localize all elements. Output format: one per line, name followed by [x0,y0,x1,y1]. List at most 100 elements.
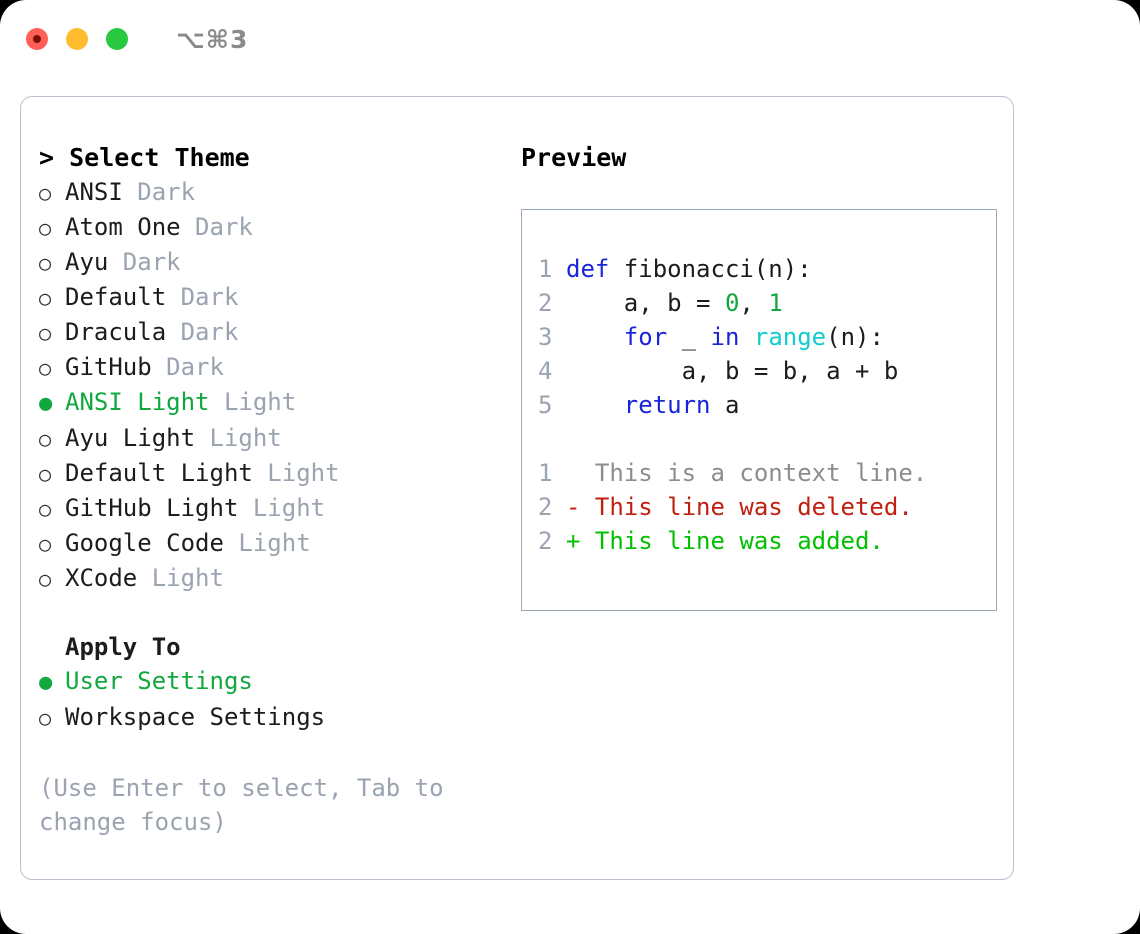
diff-line: 1 This is a context line. [538,456,996,490]
theme-variant-label: Dark [166,283,239,311]
theme-variant-label: Dark [108,248,181,276]
code-token-num: 1 [768,289,783,317]
code-token-kw: def [566,255,610,283]
diff-line: 2 - This line was deleted. [538,490,996,524]
diff-sample: 1 This is a context line. 2 - This line wa… [538,456,996,558]
code-token-plain: a, b = b, a + b [566,357,899,385]
theme-variant-label: Light [252,459,340,487]
radio-unselected-icon[interactable]: ○ [39,567,52,591]
theme-name: Dracula [65,318,167,346]
radio-selected-icon[interactable]: ● [39,670,53,695]
radio-unselected-icon[interactable]: ○ [39,462,52,486]
code-token-plain: (n): [826,323,884,351]
line-number: 2 [538,493,553,521]
theme-name: ANSI [65,178,123,206]
theme-variant-label: Dark [166,318,239,346]
content-frame: > Select Theme ○ANSI Dark○Atom One Dark○… [20,96,1014,880]
theme-list-item[interactable]: ● ANSI Light Light [39,385,501,421]
theme-name: Default [65,283,167,311]
keyboard-shortcut-label: ⌥⌘3 [176,24,249,54]
theme-list-item[interactable]: ○Google Code Light [39,526,501,561]
preview-title: Preview [521,143,627,172]
theme-list-item[interactable]: ○ Dracula Dark [39,315,501,350]
line-number: 1 [538,255,553,283]
theme-variant-label: Light [195,424,282,452]
theme-list-item[interactable]: ○GitHub Dark [39,350,501,385]
theme-variant-label: Dark [180,213,253,241]
radio-unselected-icon[interactable]: ○ [39,251,52,275]
radio-unselected-icon[interactable]: ○ [39,532,52,556]
line-number: 2 [538,527,553,555]
radio-unselected-icon[interactable]: ○ [39,497,52,521]
theme-name: Ayu Light [65,424,196,452]
code-token-plain: , [739,289,769,317]
maximize-window-icon[interactable] [106,28,128,50]
radio-unselected-icon[interactable]: ○ [39,216,52,240]
theme-list-item[interactable]: ○ GitHub Light Light [39,491,501,526]
code-token-fn: range [753,323,827,351]
line-number: 1 [538,459,553,487]
theme-list-item[interactable]: ○ Ayu Light Light [39,421,501,456]
code-token-plain: a [710,391,740,419]
theme-selection-panel: > Select Theme ○ANSI Dark○Atom One Dark○… [39,141,501,879]
theme-name: Atom One [65,213,181,241]
theme-variant-label: Light [238,494,326,522]
code-token-plain: a, b = [566,289,725,317]
theme-list-item[interactable]: ○ Atom One Dark [39,210,501,245]
apply-to-option[interactable]: ●User Settings [39,664,501,700]
theme-name: Google Code [65,529,224,557]
theme-list-item[interactable]: ○ Default Light Light [39,456,501,491]
minimize-window-icon[interactable] [66,28,88,50]
radio-selected-icon[interactable]: ● [39,391,53,416]
theme-list-item[interactable]: ○ ANSI Dark [39,175,501,210]
theme-name: XCode [65,564,138,592]
close-window-icon[interactable] [26,28,48,50]
radio-unselected-icon[interactable]: ○ [39,286,52,310]
code-token-plain [566,391,624,419]
theme-list-item[interactable]: ○ Default Dark [39,280,501,315]
apply-to-header: Apply To [65,633,181,661]
radio-unselected-icon[interactable]: ○ [39,181,52,205]
diff-line-text-add: + This line was added. [566,527,884,555]
diff-line: 2 + This line was added. [538,524,996,558]
theme-name: GitHub Light [65,494,239,522]
line-number: 5 [538,391,553,419]
radio-unselected-icon[interactable]: ○ [39,356,52,380]
theme-name: ANSI Light [65,388,210,416]
theme-variant-label: Dark [122,178,196,206]
line-number: 3 [538,323,553,351]
radio-unselected-icon[interactable]: ○ [39,427,52,451]
diff-line-text-del: - This line was deleted. [566,493,913,521]
keyboard-hint-text: (Use Enter to select, Tab to change focu… [39,774,459,836]
theme-list[interactable]: ○ ANSI Dark ○ Atom One Dark ○ Ayu Dark ○ Defaul… [39,175,501,596]
apply-to-list[interactable]: ●User Settings ○ Workspace Settings [39,664,501,735]
window-titlebar: ⌥⌘3 [0,0,1140,78]
theme-name: Default Light [65,459,253,487]
apply-to-label: Workspace Settings [65,703,326,731]
code-token-plain [566,323,624,351]
code-token-plain: _ [667,323,711,351]
theme-variant-label: Light [209,388,297,416]
code-line-text: a, b = 0, 1 [566,286,783,320]
code-token-kw: for [623,323,668,351]
code-line-text: return a [566,388,740,422]
apply-to-option[interactable]: ○ Workspace Settings [39,700,501,735]
theme-list-item[interactable]: ○ Ayu Dark [39,245,501,280]
select-theme-header: > Select Theme [39,143,250,172]
radio-unselected-icon[interactable]: ○ [39,321,52,345]
traffic-light-buttons [26,28,128,50]
theme-variant-label: Light [137,564,224,592]
code-token-num: 0 [724,289,740,317]
radio-unselected-icon[interactable]: ○ [39,706,52,730]
line-number: 2 [538,289,553,317]
diff-line-text-ctx: This is a context line. [566,459,928,487]
theme-name: Ayu [65,248,109,276]
code-line: 3 for _ in range(n): [538,320,996,354]
theme-list-item[interactable]: ○ XCode Light [39,561,501,596]
theme-name: GitHub [65,353,152,381]
